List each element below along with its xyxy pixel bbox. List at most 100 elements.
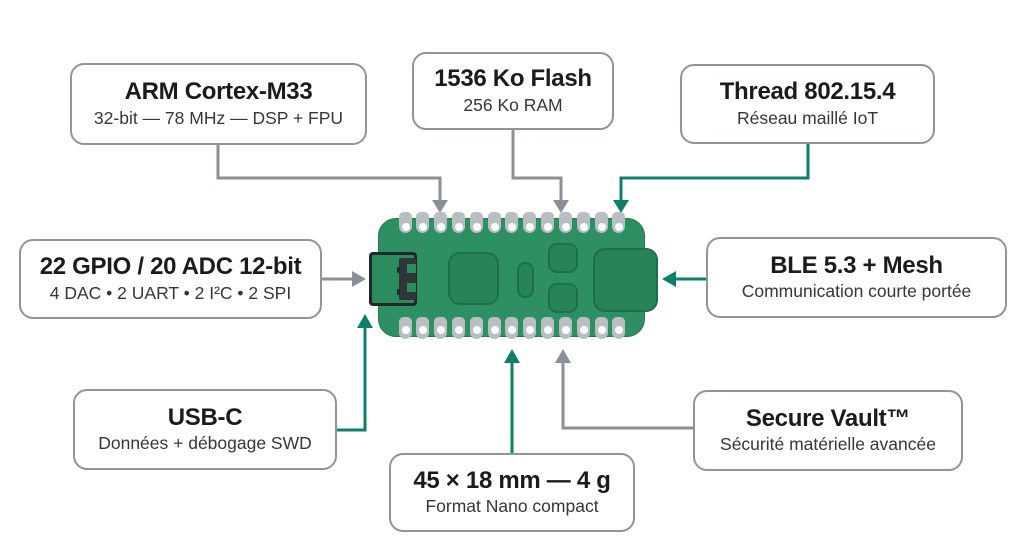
mcu-chip (448, 252, 499, 305)
callout-gpio: 22 GPIO / 20 ADC 12-bit 4 DAC • 2 UART •… (19, 239, 322, 319)
callout-gpio-title: 22 GPIO / 20 ADC 12-bit (39, 253, 302, 281)
arrow-size-icon (504, 349, 520, 363)
callout-secure-subtitle: Sécurité matérielle avancée (720, 434, 936, 455)
callout-memory-subtitle: 256 Ko RAM (463, 94, 563, 115)
pin-pad (434, 317, 447, 339)
callout-usb: USB-C Données + débogage SWD (73, 389, 337, 470)
pin-pad (541, 212, 554, 233)
pin-pad (470, 212, 483, 233)
callout-ble-subtitle: Communication courte portée (741, 281, 972, 302)
arrow-thread-icon (613, 200, 629, 213)
pin-hole (401, 223, 410, 231)
wire-secure (561, 362, 693, 430)
callout-usb-subtitle: Données + débogage SWD (98, 433, 312, 454)
pin-pad (399, 317, 412, 339)
pin-hole (561, 223, 570, 231)
callout-secure: Secure Vault™ Sécurité matérielle avancé… (693, 390, 963, 471)
radio-module (593, 248, 658, 312)
callout-usb-title: USB-C (167, 403, 243, 431)
callout-ble-title: BLE 5.3 + Mesh (770, 251, 943, 279)
pin-pad (470, 317, 483, 339)
usb-notch-bottom (407, 283, 416, 292)
pin-pad (541, 317, 554, 339)
usb-notch-top (407, 264, 416, 273)
arrow-cpu-icon (432, 200, 448, 213)
usb-tick-bottom (397, 289, 400, 295)
callout-memory-title: 1536 Ko Flash (434, 65, 592, 93)
usb-c-connector (369, 252, 417, 306)
pin-pad (612, 317, 625, 339)
pin-pad (488, 212, 501, 233)
arrow-gpio-icon (352, 271, 366, 287)
pin-hole (472, 326, 481, 334)
pin-pad (505, 212, 518, 233)
sensor-chip-top (548, 243, 578, 273)
pin-hole (543, 223, 552, 231)
sensor-chip-bottom (548, 283, 578, 313)
pin-pad (595, 212, 608, 233)
callout-size: 45 × 18 mm — 4 g Format Nano compact (389, 453, 635, 532)
pin-pad (434, 212, 447, 233)
arrow-ble-icon (662, 271, 676, 287)
usb-plug-contact (399, 258, 416, 300)
pin-hole (436, 223, 445, 231)
arrow-secure-icon (555, 349, 571, 363)
pin-pad (559, 212, 572, 233)
pin-hole (597, 223, 606, 231)
pin-hole (401, 326, 410, 334)
callout-memory: 1536 Ko Flash 256 Ko RAM (412, 52, 614, 130)
wire-thread (619, 144, 810, 201)
callout-thread-title: Thread 802.15.4 (719, 78, 896, 106)
callout-cpu: ARM Cortex-M33 32-bit — 78 MHz — DSP + F… (70, 63, 367, 145)
wire-memory (511, 130, 563, 201)
pin-pad (452, 317, 465, 339)
pin-hole (436, 326, 445, 334)
callout-thread-subtitle: Réseau maillé IoT (736, 107, 879, 128)
pin-pad (452, 212, 465, 233)
arrow-memory-icon (553, 200, 569, 213)
pin-hole (472, 223, 481, 231)
pin-hole (579, 223, 588, 231)
pin-hole (418, 223, 427, 231)
callout-ble: BLE 5.3 + Mesh Communication courte port… (706, 237, 1007, 318)
pin-hole (543, 326, 552, 334)
pin-pad (523, 212, 536, 233)
pin-hole (507, 223, 516, 231)
pin-hole (579, 326, 588, 334)
pin-hole (561, 326, 570, 334)
pin-pad (577, 317, 590, 339)
callout-secure-title: Secure Vault™ (745, 404, 911, 432)
callout-thread: Thread 802.15.4 Réseau maillé IoT (680, 64, 935, 144)
callout-size-title: 45 × 18 mm — 4 g (413, 466, 611, 494)
pin-pad (488, 317, 501, 339)
wire-cpu (216, 145, 442, 201)
pin-pad (416, 212, 429, 233)
pin-pad (416, 317, 429, 339)
usb-tick-top (397, 267, 400, 273)
callout-cpu-title: ARM Cortex-M33 (124, 78, 313, 106)
pin-hole (597, 326, 606, 334)
pin-hole (614, 223, 623, 231)
pin-pad (399, 212, 412, 233)
arrow-usb-icon (357, 314, 373, 328)
regulator-chip (517, 262, 534, 298)
pin-pad (505, 317, 518, 339)
pin-pad (523, 317, 536, 339)
pin-hole (454, 223, 463, 231)
callout-gpio-subtitle: 4 DAC • 2 UART • 2 I²C • 2 SPI (49, 282, 292, 303)
pin-pad (577, 212, 590, 233)
pin-hole (507, 326, 516, 334)
wire-usb (337, 327, 367, 432)
pin-hole (525, 326, 534, 334)
pin-hole (490, 223, 499, 231)
pin-hole (454, 326, 463, 334)
pin-hole (525, 223, 534, 231)
callout-cpu-subtitle: 32-bit — 78 MHz — DSP + FPU (93, 107, 344, 128)
pin-hole (490, 326, 499, 334)
pin-pad (595, 317, 608, 339)
pin-pad (559, 317, 572, 339)
pin-hole (614, 326, 623, 334)
callout-size-subtitle: Format Nano compact (425, 496, 599, 517)
